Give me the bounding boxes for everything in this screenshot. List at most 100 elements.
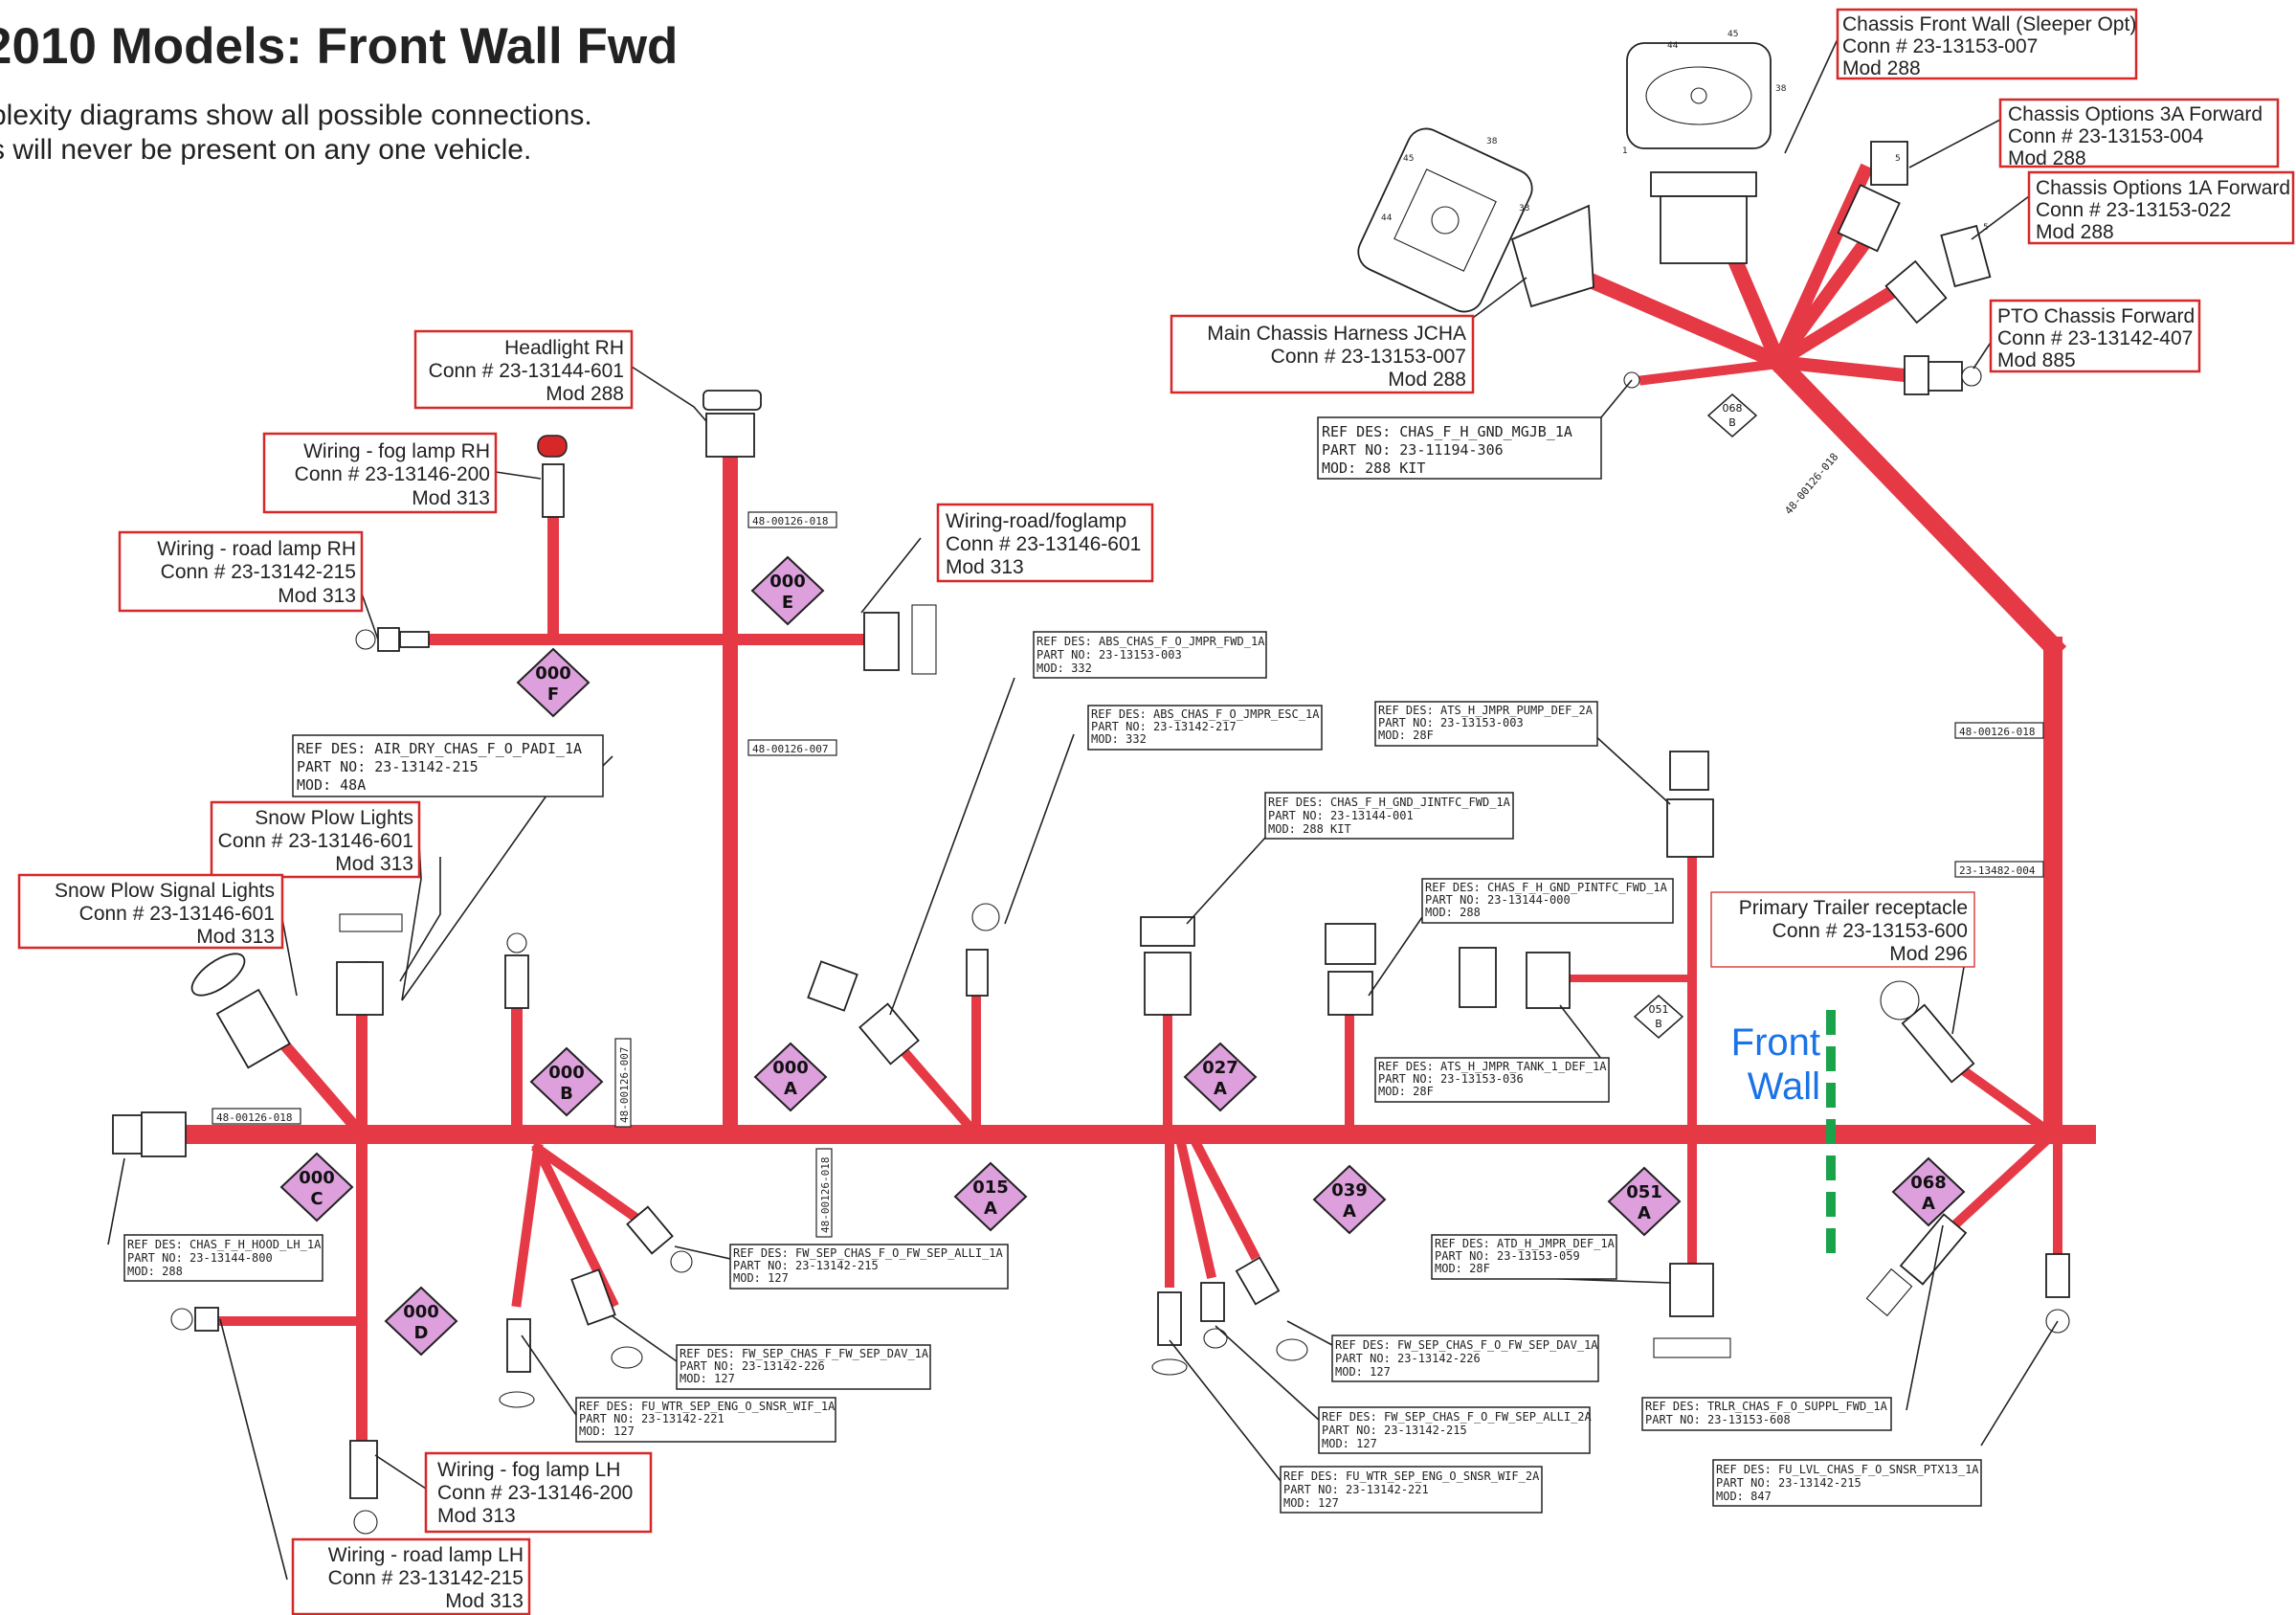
svg-text:PART NO: 23-13142-215: PART NO: 23-13142-215 [1322,1424,1467,1437]
svg-text:B: B [560,1084,573,1104]
ref-abs-esc: REF DES: ABS_CHAS_F_O_JMPR_ESC_1A PART N… [1087,705,1323,751]
svg-text:Chassis Options 3A Forward: Chassis Options 3A Forward [2008,103,2263,125]
svg-text:REF DES: TRLR_CHAS_F_O_SUPPL_F: REF DES: TRLR_CHAS_F_O_SUPPL_FWD_1A [1645,1400,1888,1413]
ref-designators: REF DES: CHAS_F_H_GND_MGJB_1A PART NO: 2… [123,416,1982,1514]
headlight-rh-connector-icon [702,390,762,458]
svg-text:Mod 313: Mod 313 [412,487,490,509]
svg-text:PART NO: 23-13153-003: PART NO: 23-13153-003 [1378,716,1524,729]
diamond-027-a: 027 A [1183,1042,1258,1112]
ref-ats-pump: REF DES: ATS_H_JMPR_PUMP_DEF_2A PART NO:… [1374,701,1598,747]
ref-air-dry: REF DES: AIR_DRY_CHAS_F_O_PADI_1A PART N… [292,734,604,797]
svg-text:MOD: 127: MOD: 127 [579,1424,635,1438]
svg-text:Mod 288: Mod 288 [2008,147,2086,169]
svg-text:A: A [984,1199,997,1219]
svg-text:5: 5 [1895,154,1901,164]
svg-text:B: B [1728,416,1736,429]
svg-text:REF DES: FW_SEP_CHAS_F_O_FW_SE: REF DES: FW_SEP_CHAS_F_O_FW_SEP_ALLI_1A [733,1246,1004,1260]
callout-fog-lh: Wiring - fog lamp LH Conn # 23-13146-200… [424,1451,653,1534]
svg-text:Snow Plow Signal Lights: Snow Plow Signal Lights [55,880,275,902]
svg-text:MOD: 847: MOD: 847 [1716,1490,1772,1503]
svg-text:PART NO: 23-13153-608: PART NO: 23-13153-608 [1645,1413,1791,1426]
callout-options-1a: Chassis Options 1A Forward Conn # 23-131… [2027,170,2295,245]
svg-text:Conn # 23-13146-200: Conn # 23-13146-200 [295,463,490,485]
road-rh-connector-icon [355,627,430,652]
svg-text:PART NO: 23-13144-800: PART NO: 23-13144-800 [127,1251,273,1265]
svg-text:MOD: 127: MOD: 127 [1335,1365,1391,1379]
fw-sep-right-connector-icon [1151,1256,1308,1376]
callout-snow-plow: Snow Plow Lights Conn # 23-13146-601 Mod… [210,800,421,879]
svg-text:44: 44 [1667,41,1679,51]
svg-text:REF DES: CHAS_F_H_GND_PINTFC_F: REF DES: CHAS_F_H_GND_PINTFC_FWD_1A [1425,881,1668,894]
svg-text:Conn # 23-13142-407: Conn # 23-13142-407 [1997,327,2193,349]
gnd-pintfc-connector-icon [1325,923,1376,1016]
gnd-jintfc-connector-icon [1140,916,1195,1016]
svg-text:MOD: 288: MOD: 288 [1425,906,1481,919]
svg-text:REF DES: ABS_CHAS_F_O_JMPR_FWD: REF DES: ABS_CHAS_F_O_JMPR_FWD_1A [1037,635,1265,648]
svg-text:Conn # 23-13142-215: Conn # 23-13142-215 [328,1567,524,1589]
callout-road-foglamp: Wiring-road/foglamp Conn # 23-13146-601 … [936,503,1154,583]
abs-esc-connector-icon [966,903,1000,997]
diamond-000-a: 000 A [753,1042,828,1112]
svg-text:Conn # 23-13153-600: Conn # 23-13153-600 [1772,920,1968,942]
svg-text:PART NO: 23-13153-036: PART NO: 23-13153-036 [1378,1072,1524,1086]
callout-main-jcha: Main Chassis Harness JCHA Conn # 23-1315… [1170,314,1475,394]
trailer-receptacle-icon [1880,980,1975,1084]
ref-fw-sep-alli: REF DES: FW_SEP_CHAS_F_O_FW_SEP_ALLI_1A … [729,1244,1009,1290]
ref-abs-fwd: REF DES: ABS_CHAS_F_O_JMPR_FWD_1A PART N… [1033,631,1267,679]
svg-text:PART NO: 23-13142-226: PART NO: 23-13142-226 [680,1359,825,1373]
svg-text:Mod 313: Mod 313 [437,1505,516,1527]
svg-text:Mod 296: Mod 296 [1889,943,1968,965]
ref-gnd-mgjb: REF DES: CHAS_F_H_GND_MGJB_1A PART NO: 2… [1317,416,1602,480]
fog-lh-connector-icon [349,1440,378,1535]
svg-text:PART NO: 23-13142-221: PART NO: 23-13142-221 [1283,1483,1429,1496]
wire-tag-t2: 48-00126-007 [752,743,828,755]
svg-text:44: 44 [1381,213,1393,223]
svg-text:Mod 313: Mod 313 [278,585,356,607]
svg-text:REF DES: FW_SEP_CHAS_F_FW_SEP_: REF DES: FW_SEP_CHAS_F_FW_SEP_DAV_1A [680,1347,929,1360]
callout-chassis-front-wall: Chassis Front Wall (Sleeper Opt) Conn # … [1836,8,2138,80]
wire-tag-t1: 48-00126-018 [752,515,828,527]
diamond-000-e: 000 E [750,555,825,626]
diamond-039-a: 039 A [1312,1164,1387,1235]
callout-snow-signal: Snow Plow Signal Lights Conn # 23-13146-… [17,873,284,950]
svg-text:Wiring-road/foglamp: Wiring-road/foglamp [946,510,1126,532]
svg-text:Conn # 23-13153-007: Conn # 23-13153-007 [1271,346,1466,368]
svg-text:027: 027 [1202,1058,1238,1078]
diamond-068-a: 068 A [1891,1156,1966,1227]
wire-tag-t8: 23-13482-004 [1959,864,2036,877]
svg-text:Chassis Options 1A Forward: Chassis Options 1A Forward [2036,177,2290,199]
front-wall-marker: Front Wall [1731,1010,1836,1264]
svg-text:C: C [310,1189,323,1209]
pto-connector-icon [1904,355,1982,395]
svg-text:REF DES: ABS_CHAS_F_O_JMPR_ESC: REF DES: ABS_CHAS_F_O_JMPR_ESC_1A [1091,707,1320,721]
svg-text:Mod 313: Mod 313 [445,1590,524,1612]
svg-text:38: 38 [1486,137,1498,146]
svg-text:MOD: 288 KIT: MOD: 288 KIT [1268,822,1351,836]
ats-tank-connector-icon [1459,947,1571,1009]
ref-fu-lvl: REF DES: FU_LVL_CHAS_F_O_SNSR_PTX13_1A P… [1712,1459,1982,1507]
ref-atd: REF DES: ATD_H_JMPR_DEF_1A PART NO: 23-1… [1431,1234,1617,1280]
callout-fog-rh: Wiring - fog lamp RH Conn # 23-13146-200… [262,432,498,514]
svg-text:REF DES: CHAS_F_H_GND_MGJB_1A: REF DES: CHAS_F_H_GND_MGJB_1A [1322,423,1572,440]
svg-text:MOD: 28F: MOD: 28F [1378,1085,1434,1098]
svg-text:REF DES: ATS_H_JMPR_TANK_1_DEF: REF DES: ATS_H_JMPR_TANK_1_DEF_1A [1378,1060,1607,1073]
wire-tag-t6: 48-00126-018 [1959,726,2035,738]
svg-text:45: 45 [1403,154,1414,164]
diamond-000-f: 000 F [516,647,591,718]
svg-text:F: F [547,684,559,705]
svg-text:000: 000 [535,663,571,684]
svg-text:PART NO: 23-11194-306: PART NO: 23-11194-306 [1322,441,1504,459]
subtitle-line-2: s will never be present on any one vehic… [0,134,532,166]
diamond-000-c: 000 C [279,1152,354,1222]
svg-text:Mod 313: Mod 313 [196,926,275,948]
callout-pto: PTO Chassis Forward Conn # 23-13142-407 … [1989,299,2201,373]
svg-text:A: A [784,1079,797,1099]
svg-text:Headlight RH: Headlight RH [504,337,624,359]
svg-text:A: A [1214,1079,1227,1099]
callout-road-rh: Wiring - road lamp RH Conn # 23-13142-21… [118,530,364,613]
svg-text:PTO Chassis Forward: PTO Chassis Forward [1997,305,2195,327]
wire-tag-t5: 48-00126-018 [819,1157,832,1233]
